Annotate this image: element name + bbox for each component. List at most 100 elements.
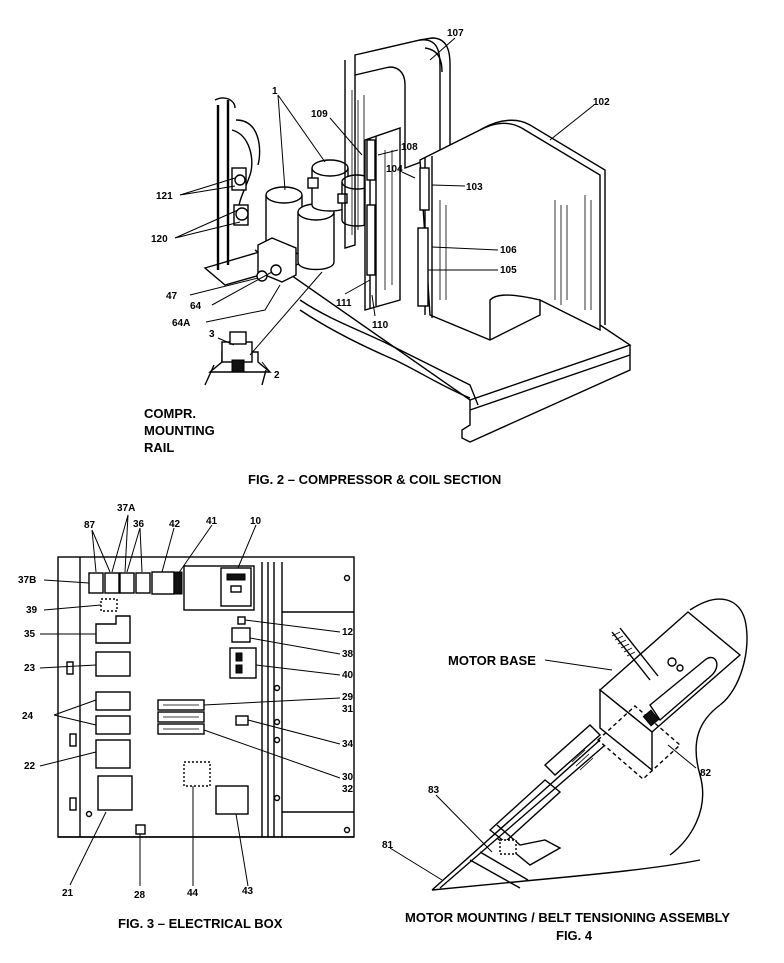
component-42 <box>151 571 175 595</box>
leader-21 <box>69 811 107 886</box>
leader-110 <box>371 294 376 317</box>
terminal-strip-lines <box>163 704 199 730</box>
leader-36 <box>126 527 143 573</box>
leader-38 <box>249 637 341 655</box>
adjuster-nut <box>667 657 677 667</box>
callout-1: 1 <box>272 86 278 97</box>
fig4-caption-line1: MOTOR MOUNTING / BELT TENSIONING ASSEMBL… <box>405 910 730 925</box>
mounting-plate-81-edge <box>439 745 605 889</box>
box-screw-2 <box>343 826 351 834</box>
mounting-plate-81 <box>431 739 601 891</box>
callout-64a: 64A <box>172 318 190 329</box>
callout-22: 22 <box>24 761 36 772</box>
threaded-rod <box>611 627 659 681</box>
leader-43 <box>235 813 249 887</box>
callout-82: 82 <box>700 768 712 779</box>
tubing-loop <box>231 129 253 216</box>
leader-121 <box>179 177 236 196</box>
leader-42 <box>161 527 175 573</box>
grommet-64 <box>270 264 282 276</box>
component-24-upper <box>95 691 131 711</box>
motor-end-curve <box>689 598 748 706</box>
accumulator-120 <box>235 207 249 221</box>
leader-107 <box>429 37 456 61</box>
callout-43: 43 <box>242 886 254 897</box>
hidden-fastener <box>499 839 517 855</box>
base-rail-curve <box>299 299 479 406</box>
callout-44: 44 <box>187 888 199 899</box>
box-screw-6 <box>273 794 281 802</box>
rail-label-line3: RAIL <box>144 440 174 455</box>
callout-107: 107 <box>447 28 464 39</box>
leader-1 <box>277 94 326 191</box>
base-rail-curve-lower <box>299 309 471 399</box>
callout-10: 10 <box>250 516 262 527</box>
component-38 <box>231 627 251 643</box>
component-12 <box>237 616 246 625</box>
callout-103: 103 <box>466 182 483 193</box>
tubing-loop-2 <box>235 119 261 166</box>
leader-3 <box>217 337 235 346</box>
box-screw-1 <box>343 574 351 582</box>
callout-104: 104 <box>386 164 403 175</box>
slide-rail-teeth <box>571 749 594 771</box>
callout-12: 12 <box>342 627 354 638</box>
rail-label-line2: MOUNTING <box>144 423 215 438</box>
motor-base-label: MOTOR BASE <box>448 653 536 668</box>
leader-24 <box>53 699 97 726</box>
slide-rail <box>543 724 602 776</box>
leader-41 <box>177 524 213 575</box>
component-40-terminal-2 <box>235 664 243 674</box>
leader-37b <box>43 579 90 584</box>
component-43 <box>215 785 249 815</box>
leader-109 <box>329 117 363 156</box>
callout-23: 23 <box>24 663 36 674</box>
relay-37b <box>88 572 104 594</box>
callout-30: 30 <box>342 772 354 783</box>
component-44 <box>183 761 211 787</box>
leader-111 <box>344 279 371 295</box>
compressor-right <box>297 203 335 271</box>
leader-34 <box>247 719 341 745</box>
leader-10 <box>237 524 257 569</box>
callout-105: 105 <box>500 265 517 276</box>
component-24-lower <box>95 715 131 735</box>
callout-37a: 37A <box>117 503 135 514</box>
component-22 <box>95 739 131 769</box>
tubing-top-bend <box>214 97 236 109</box>
leader-rail <box>249 271 323 356</box>
callout-102: 102 <box>593 97 610 108</box>
component-21 <box>97 775 133 811</box>
base-pan <box>254 249 632 401</box>
callout-108: 108 <box>401 142 418 153</box>
box-screw-5 <box>273 736 281 744</box>
leader-23 <box>39 664 97 669</box>
component-10-slot-2 <box>230 585 242 593</box>
callout-34: 34 <box>342 739 354 750</box>
component-35 <box>95 615 131 644</box>
callout-42: 42 <box>169 519 181 530</box>
component-23-tab <box>66 661 74 675</box>
callout-31: 31 <box>342 704 354 715</box>
callout-21: 21 <box>62 888 74 899</box>
leader-83 <box>435 794 493 853</box>
mounting-bracket <box>257 237 297 283</box>
relay-37a <box>119 572 135 594</box>
leader-30 <box>203 729 341 779</box>
leader-motor-base <box>544 659 613 671</box>
leader-103 <box>431 184 466 187</box>
box-right-channel <box>261 562 283 837</box>
slide-channel <box>488 779 562 843</box>
callout-121: 121 <box>156 191 173 202</box>
motor-body-curve <box>669 704 721 856</box>
component-34 <box>235 715 249 726</box>
relay-87a <box>104 572 120 594</box>
leader-82 <box>667 744 697 769</box>
left-tubing <box>216 100 230 270</box>
leader-22 <box>39 751 97 767</box>
callout-109: 109 <box>311 109 328 120</box>
base-pan-edge <box>461 345 631 443</box>
service-valve-121 <box>234 174 246 186</box>
